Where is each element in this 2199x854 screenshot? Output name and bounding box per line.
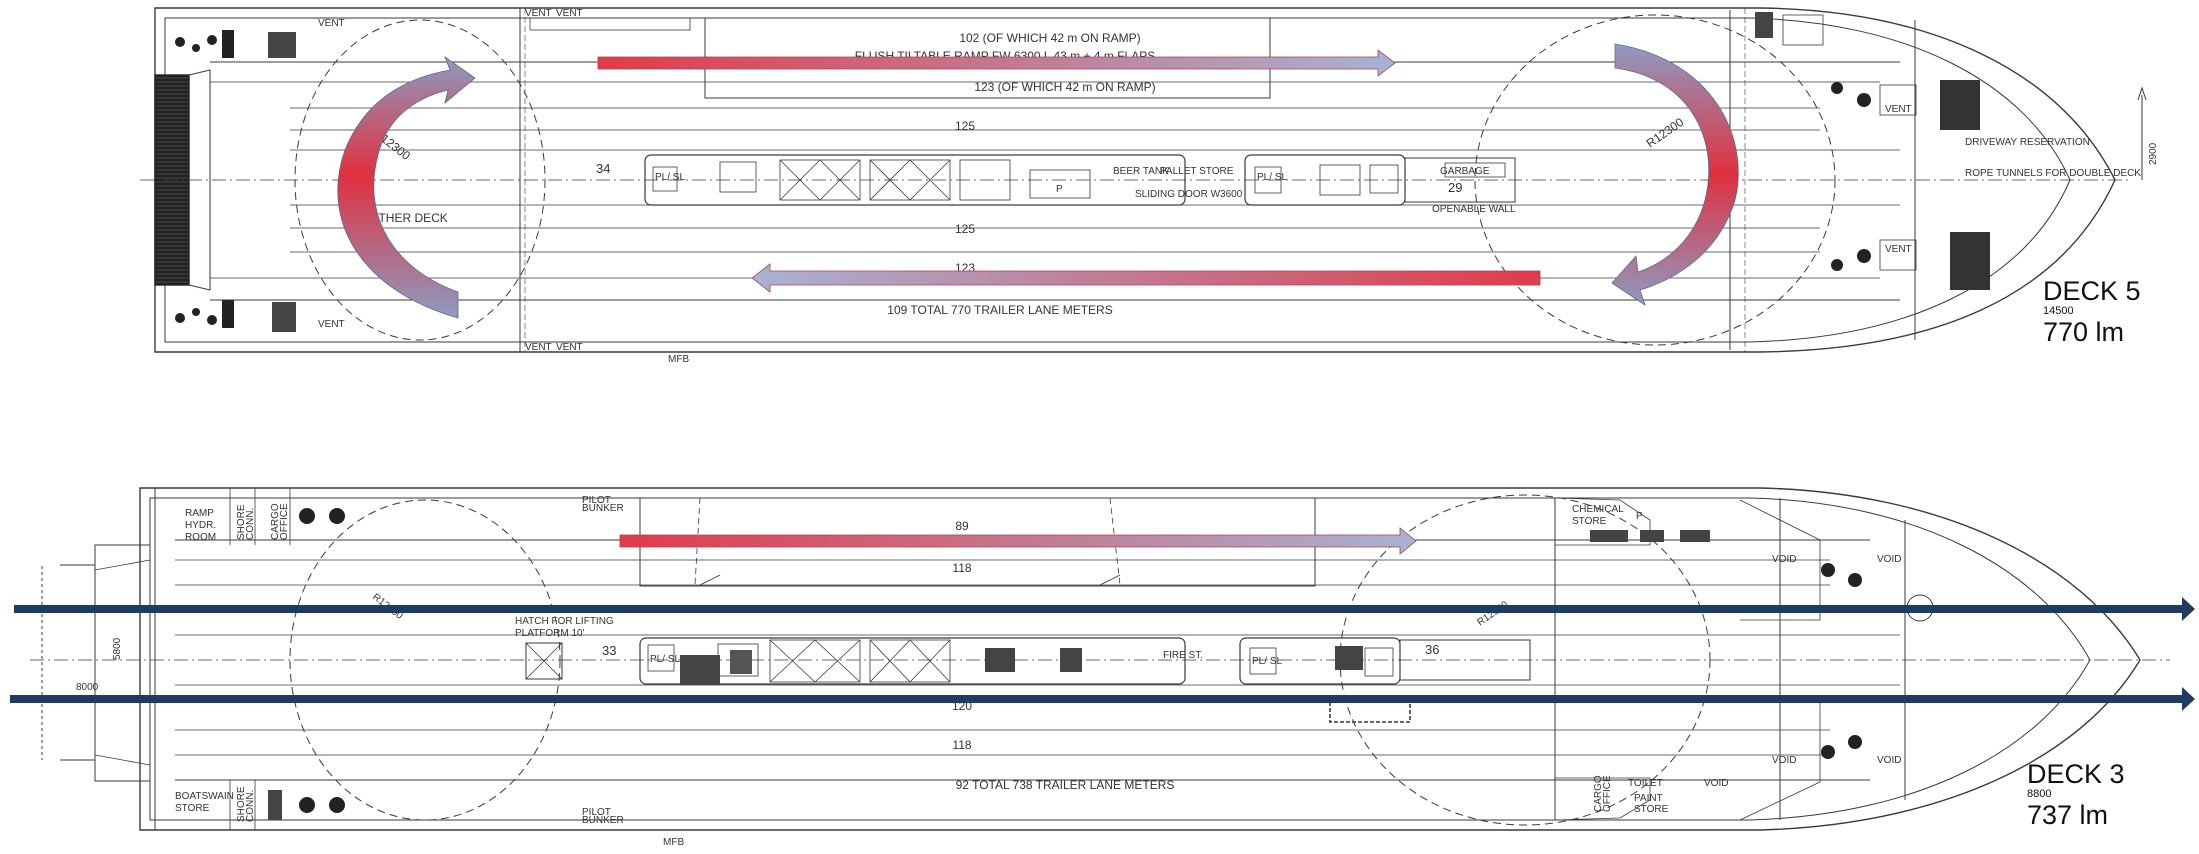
deck5-lane-125-bottom: 125 — [955, 222, 975, 236]
deck5-height: 14500 — [2043, 305, 2074, 317]
deck3-total: 92 TOTAL 738 TRAILER LANE METERS — [956, 778, 1175, 792]
deck3-frame-33: 33 — [602, 643, 616, 658]
deck5-sliding-door: SLIDING DOOR W3600 — [1135, 189, 1243, 200]
deck3-height: 8800 — [2027, 788, 2051, 800]
deck5-openable-wall: OPENABLE WALL — [1432, 204, 1516, 215]
deck3-void-4: VOID — [1877, 755, 1901, 766]
deck3-boatswain-1: BOATSWAIN — [175, 791, 234, 802]
deck3-paint-store-2: STORE — [1634, 804, 1669, 815]
deck5-vent-top-2: VENT — [556, 8, 583, 19]
deck3-cargo-office-top-2: OFFICE — [279, 503, 290, 540]
deck5-rope-tunnels: ROPE TUNNELS FOR DOUBLE DECK — [1965, 168, 2141, 179]
deck3-pl-sl-aft: PL/ SL — [650, 654, 680, 665]
deck5-frame-29: 29 — [1448, 180, 1462, 195]
deck3-shore-conn-bottom-1: SHORE — [236, 786, 247, 822]
deck3-shore-conn-bottom-2: CONN. — [245, 790, 256, 822]
deck5-garbage: GARBAGE — [1440, 166, 1490, 177]
deck5-turn-circle-fwd — [1474, 14, 1836, 346]
deck3-turn-circle-aft — [289, 499, 561, 821]
deck3-cargo-office-bottom-2: OFFICE — [1602, 775, 1613, 812]
deck5-flow-arrows — [337, 43, 1739, 319]
deck5-uturn-right — [1611, 43, 1739, 306]
deck5-arrow-aft — [751, 263, 1541, 293]
deck3-equipment — [268, 508, 1862, 820]
deck3-flow-arrows — [10, 527, 2195, 711]
deck5-equipment — [175, 12, 1990, 332]
deck3-frame-36: 36 — [1425, 642, 1439, 657]
deck3-pilot-bunker-top-2: BUNKER — [582, 503, 624, 514]
deck3-pilot-bunker-top-1: PILOT — [582, 495, 611, 506]
deck5-vent-top-1: VENT — [525, 8, 552, 19]
deck3-mfb: MFB — [663, 837, 684, 848]
deck3-radius-right: R12300 — [1475, 599, 1510, 628]
deck3-shore-conn-top-2: CONN. — [245, 508, 256, 540]
deck5-beer-tank: BEER TANK — [1113, 166, 1169, 177]
deck3-centre-casing-aft — [639, 637, 1186, 685]
deck5-arrow-forward — [597, 49, 1396, 77]
deck3-void-3: VOID — [1772, 755, 1796, 766]
deck3-through-arrow-lower — [10, 687, 2195, 711]
deck5-lane-meters: 770 lm — [2043, 317, 2124, 347]
deck3-lane-118-bottom: 118 — [952, 738, 971, 752]
deck5-dim-2900: 2900 — [2148, 142, 2159, 165]
deck3-hatch-2: PLATFORM 10' — [515, 628, 585, 639]
deck3-cargo-office-bottom-1: CARGO — [1593, 775, 1604, 812]
deck5-title: DECK 5 — [2043, 276, 2141, 306]
deck3-labels: 89 118 120 118 92 TOTAL 738 TRAILER LANE… — [76, 495, 2125, 848]
deck3-ramp-hydr-2: HYDR. — [185, 520, 216, 531]
deck5-pl-sl-fwd: PL/ SL — [1257, 172, 1287, 183]
deck3-hatch-1: HATCH FOR LIFTING — [515, 616, 614, 627]
deck3-boatswain-2: STORE — [175, 803, 210, 814]
deck3-hatch — [525, 642, 563, 680]
deck5-turn-circle-aft — [294, 19, 546, 341]
deck5-vent-bottom-left: VENT — [318, 319, 345, 330]
deck5-vent-fwd-top: VENT — [1885, 104, 1912, 115]
deck3-p-label: P — [1636, 511, 1643, 522]
deck3-through-arrow-upper — [14, 597, 2195, 621]
deck5-pl-sl-aft: PL/ SL — [655, 172, 685, 183]
deck3-chemical-store-1: CHEMICAL — [1572, 504, 1624, 515]
deck3-fire-st: FIRE ST. — [1163, 650, 1203, 661]
deck5-driveway: DRIVEWAY RESERVATION — [1965, 137, 2090, 148]
deck3-void-1: VOID — [1772, 554, 1796, 565]
deck3-shore-conn-top-1: SHORE — [236, 504, 247, 540]
deck5-centre-casing-aft — [644, 154, 1186, 206]
deck3-ramp-hydr-3: ROOM — [185, 532, 216, 543]
deck5-vent-top-left: VENT — [318, 18, 345, 29]
deck3-cargo-office-top-1: CARGO — [270, 503, 281, 540]
deck5-vent-bottom-2: VENT — [556, 342, 583, 353]
deck5-mfb: MFB — [668, 354, 689, 365]
deck3-void-5: VOID — [1704, 778, 1728, 789]
deck5-lane-102: 102 (OF WHICH 42 m ON RAMP) — [959, 31, 1140, 45]
deck5-plan — [140, 7, 2147, 353]
deck3-dim-8000: 8000 — [76, 682, 99, 693]
deck3-pilot-bunker-bottom-1: PILOT — [582, 807, 611, 818]
deck3-hull-outline — [139, 487, 2141, 831]
deck3-arrow-forward — [619, 527, 1417, 555]
deck3-title: DECK 3 — [2027, 759, 2125, 789]
deck3-paint-store-1: PAINT — [1634, 793, 1663, 804]
deck5-p-label: P — [1056, 184, 1063, 195]
deck5-radius-right: R12300 — [1644, 115, 1687, 151]
deck3-dim-5800: 5800 — [112, 637, 123, 660]
deck5-pallet-store: PALLET STORE — [1160, 166, 1234, 177]
deck5-uturn-left — [337, 55, 476, 319]
deck5-total: 109 TOTAL 770 TRAILER LANE METERS — [887, 303, 1112, 317]
deck3-pl-sl-fwd: PL/ SL — [1252, 656, 1282, 667]
deck5-frame-34: 34 — [596, 161, 610, 176]
deck3-pilot-bunker-bottom-2: BUNKER — [582, 815, 624, 826]
deck5-lane-123: 123 (OF WHICH 42 m ON RAMP) — [974, 80, 1155, 94]
deck3-lane-meters: 737 lm — [2027, 800, 2108, 830]
deck3-lane-89: 89 — [955, 519, 969, 533]
deck3-lane-118-top: 118 — [952, 561, 971, 575]
deck3-void-2: VOID — [1877, 554, 1901, 565]
deck5-lane-125-top: 125 — [955, 119, 975, 133]
deck3-ramp-hydr-1: RAMP — [185, 508, 214, 519]
deck5-vent-fwd-bottom: VENT — [1885, 244, 1912, 255]
deck3-toilet: TOILET — [1628, 778, 1663, 789]
deck3-chemical-store-2: STORE — [1572, 516, 1607, 527]
deck5-vent-bottom-1: VENT — [525, 342, 552, 353]
